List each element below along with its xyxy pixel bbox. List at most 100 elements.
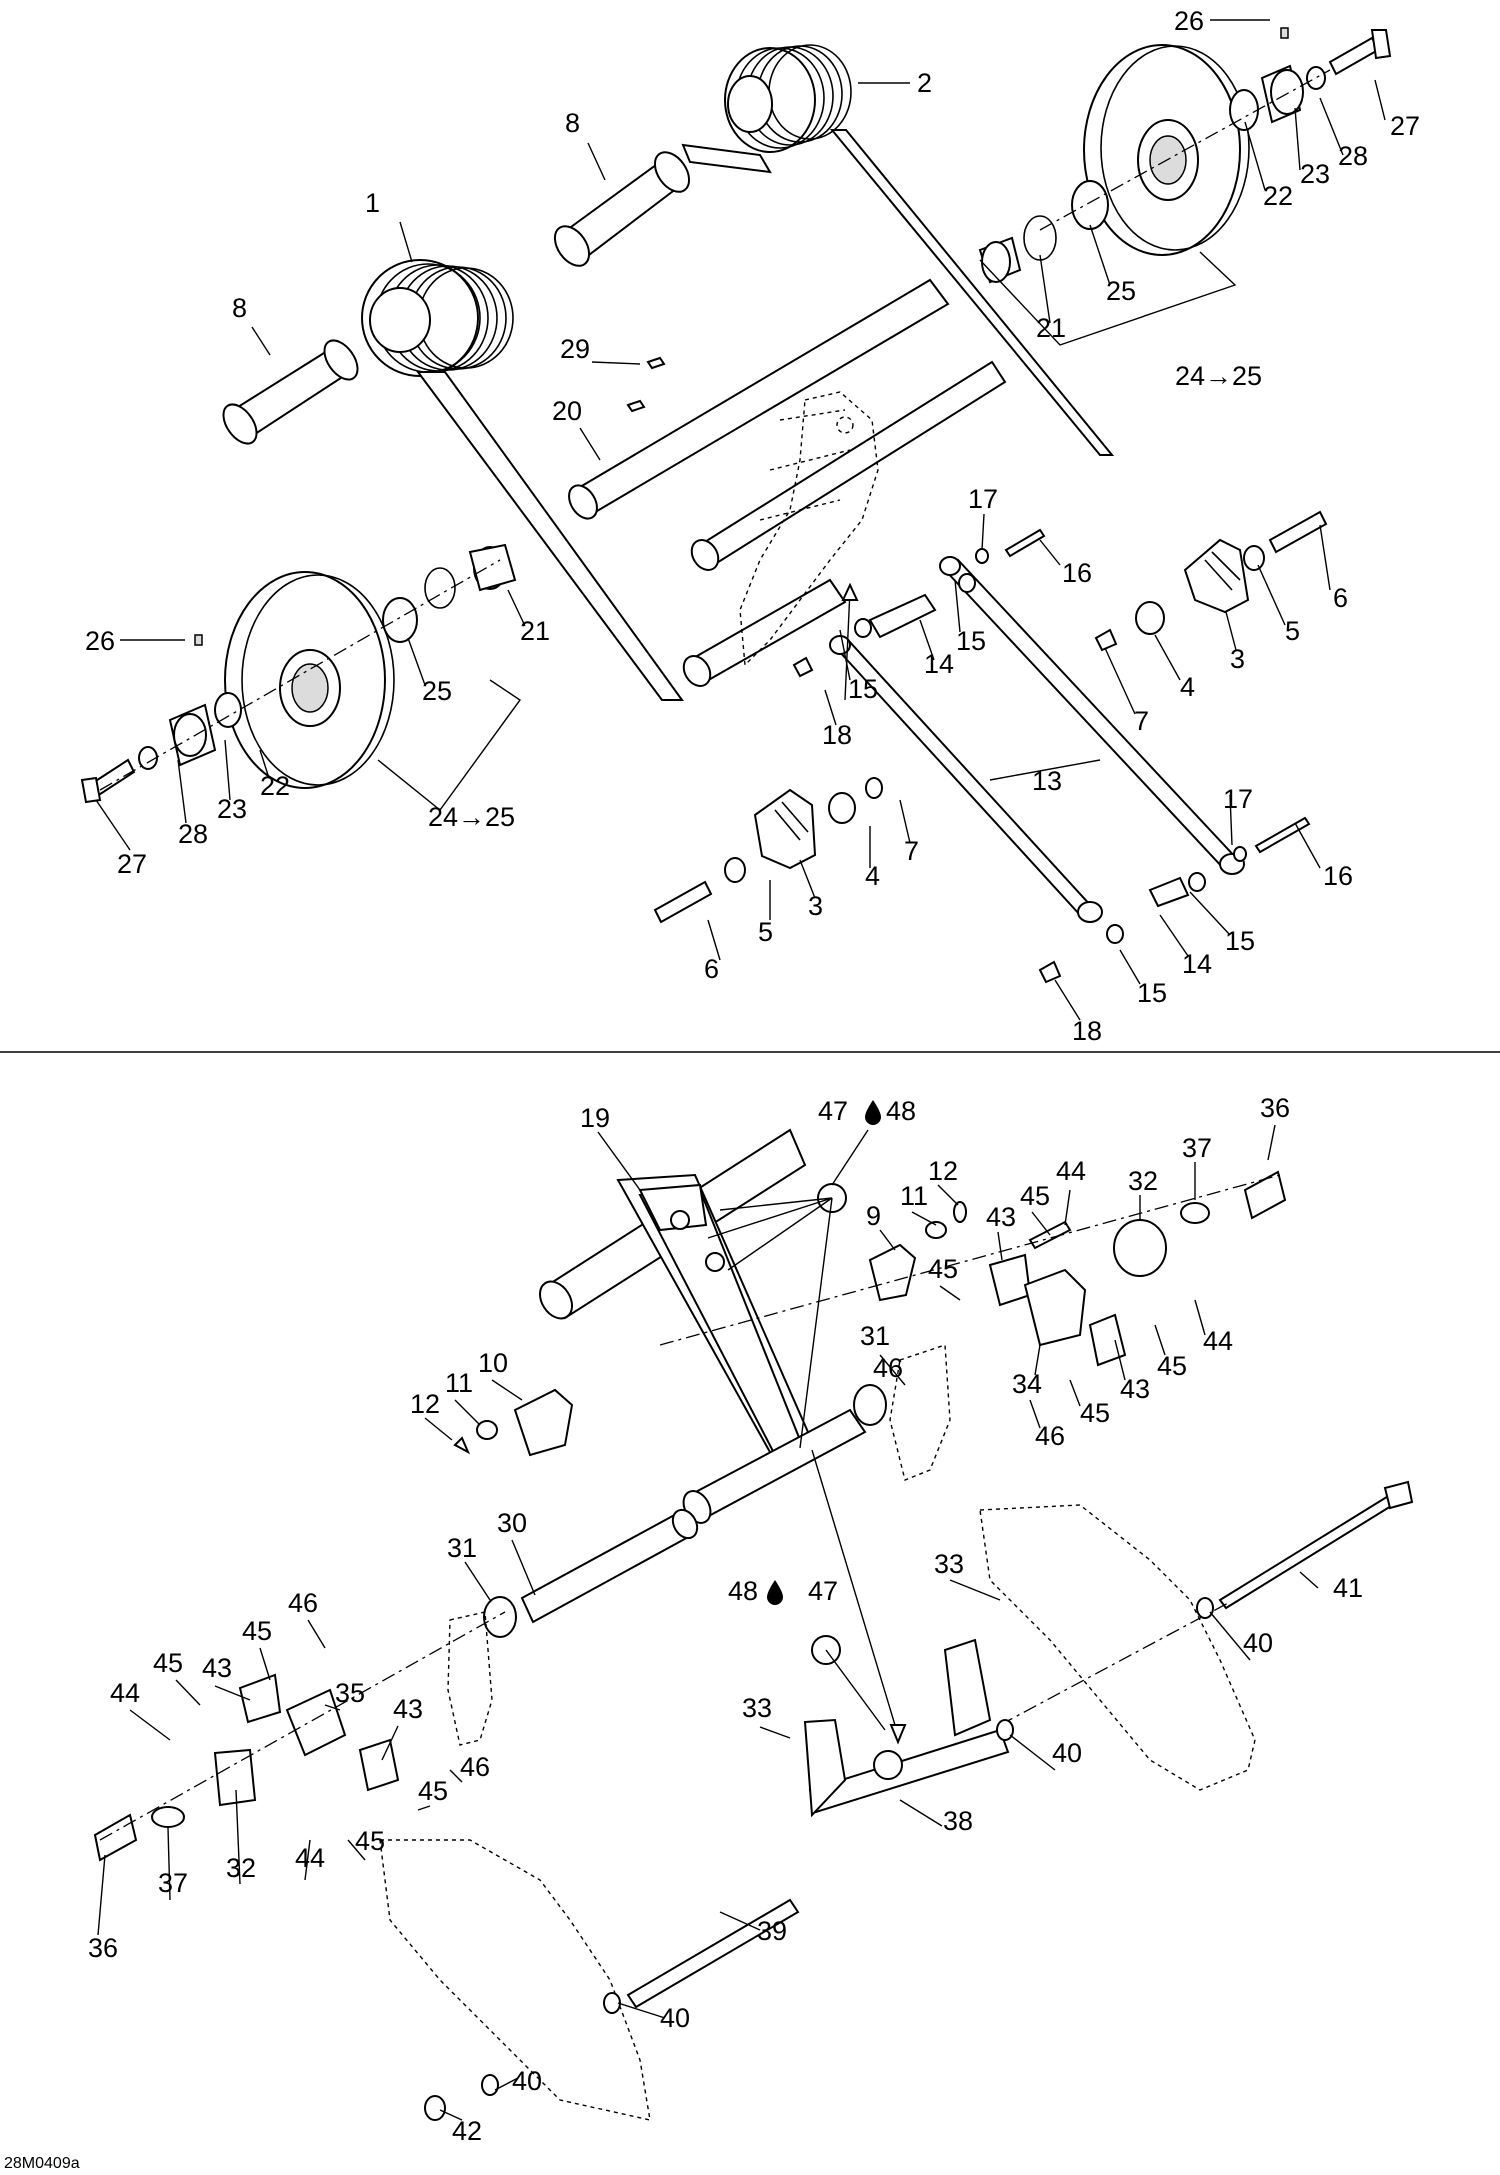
callout-label: 31 <box>447 1533 477 1563</box>
callout-label: 36 <box>1260 1093 1290 1123</box>
callout-label: 45 <box>1020 1181 1050 1211</box>
callout-label: 1 <box>365 188 380 218</box>
phantom-bracket-left <box>447 1611 493 1746</box>
rear-arm <box>538 1128 867 1524</box>
callout-label: 26 <box>85 626 115 656</box>
callout-label: 16 <box>1062 558 1092 588</box>
phantom-bracket-lower <box>889 1344 951 1481</box>
pivot-block-right <box>659 1170 1287 1367</box>
stop-block-upper <box>1094 510 1328 652</box>
long-bolt <box>1218 1493 1398 1610</box>
callout-label: 33 <box>934 1549 964 1579</box>
direction-arrow <box>844 589 851 701</box>
callout-label: 45 <box>355 1826 385 1856</box>
callout-label: 45 <box>928 1254 958 1284</box>
callout-label: 40 <box>660 2003 690 2033</box>
callout-label: 35 <box>335 1678 365 1708</box>
callout-label: 39 <box>757 1916 787 1946</box>
idler-wheel-left <box>80 543 517 804</box>
leader-lines <box>95 19 1386 1021</box>
callout-label: 14 <box>924 649 954 679</box>
callout-label: 13 <box>1032 766 1062 796</box>
callout-label: 44 <box>1203 1326 1233 1356</box>
callout-label: 45 <box>242 1616 272 1646</box>
callout-label: 44 <box>295 1843 325 1873</box>
cross-shaft <box>568 278 1007 687</box>
callout-label: 23 <box>217 794 247 824</box>
callout-label: 7 <box>1134 706 1149 736</box>
callout-label: 37 <box>1182 1133 1212 1163</box>
callout-label: 32 <box>226 1853 256 1883</box>
callout-label: 38 <box>943 1806 973 1836</box>
callout-label: 24→25 <box>428 802 515 832</box>
callout-label: 6 <box>1333 583 1348 613</box>
callout-label: 23 <box>1300 159 1330 189</box>
callout-label: 28 <box>1338 141 1368 171</box>
callout-label: 40 <box>512 2066 542 2096</box>
callout-label: 33 <box>742 1693 772 1723</box>
callout-label: 40 <box>1243 1628 1273 1658</box>
callout-label: 12 <box>410 1389 440 1419</box>
callout-label: 44 <box>1056 1156 1086 1186</box>
callout-label: 45 <box>1157 1351 1187 1381</box>
kit-bracket-lower <box>377 679 521 812</box>
upper-assembly <box>80 27 1392 984</box>
callout-label: 24→25 <box>1175 361 1262 391</box>
callout-label: 22 <box>1263 181 1293 211</box>
oil-drop-icon <box>865 1100 881 1125</box>
callout-label: 46 <box>288 1588 318 1618</box>
callout-label: 32 <box>1128 1166 1158 1196</box>
callout-label: 46 <box>873 1353 903 1383</box>
callout-label: 15 <box>1137 978 1167 1008</box>
upper-callouts: 1 2 8 8 26 27 28 22 23 25 21 24→25 29 20… <box>85 6 1420 1046</box>
callout-label: 48 <box>886 1096 916 1126</box>
torsion-spring-left <box>361 259 684 701</box>
callout-label: 15 <box>956 626 986 656</box>
callout-label: 36 <box>88 1933 118 1963</box>
callout-label: 44 <box>110 1678 140 1708</box>
callout-label: 9 <box>866 1201 881 1231</box>
callout-label: 45 <box>1080 1398 1110 1428</box>
callout-label: 3 <box>808 891 823 921</box>
callout-label: 22 <box>260 771 290 801</box>
figure-code: 28M0409a <box>4 2155 80 2172</box>
callout-label: 17 <box>1223 784 1253 814</box>
callout-label: 43 <box>202 1653 232 1683</box>
pivot-rod <box>483 1384 887 1638</box>
callout-label: 34 <box>1012 1369 1042 1399</box>
phantom-bracket <box>739 391 879 667</box>
callout-label: 19 <box>580 1103 610 1133</box>
callout-label: 25 <box>1106 276 1136 306</box>
callout-label: 2 <box>917 68 932 98</box>
callout-label: 4 <box>865 861 880 891</box>
callout-label: 31 <box>860 1321 890 1351</box>
callout-label: 20 <box>552 396 582 426</box>
link-arms <box>792 528 1311 984</box>
assembly-arrow <box>811 1449 899 1736</box>
callout-label: 17 <box>968 484 998 514</box>
callout-label: 47 <box>808 1576 838 1606</box>
callout-label: 8 <box>565 108 580 138</box>
callout-label: 29 <box>560 334 590 364</box>
callout-label: 28 <box>178 819 208 849</box>
callout-label: 11 <box>445 1368 473 1398</box>
callout-label: 3 <box>1230 644 1245 674</box>
sleeve-tube-left <box>222 339 359 445</box>
callout-label: 16 <box>1323 861 1353 891</box>
callout-label: 25 <box>422 676 452 706</box>
callout-label: 18 <box>1072 1016 1102 1046</box>
callout-label: 40 <box>1052 1738 1082 1768</box>
callout-label: 21 <box>520 616 550 646</box>
callout-label: 46 <box>460 1752 490 1782</box>
callout-label: 43 <box>393 1694 423 1724</box>
callout-label: 37 <box>158 1868 188 1898</box>
callout-label: 42 <box>452 2116 482 2146</box>
stop-block-lower <box>653 777 883 924</box>
callout-label: 10 <box>478 1348 508 1378</box>
callout-label: 45 <box>153 1648 183 1678</box>
callout-label: 26 <box>1174 6 1204 36</box>
callout-label: 15 <box>1225 926 1255 956</box>
kit-bracket-upper <box>979 251 1237 346</box>
lower-rod <box>626 1898 800 2009</box>
